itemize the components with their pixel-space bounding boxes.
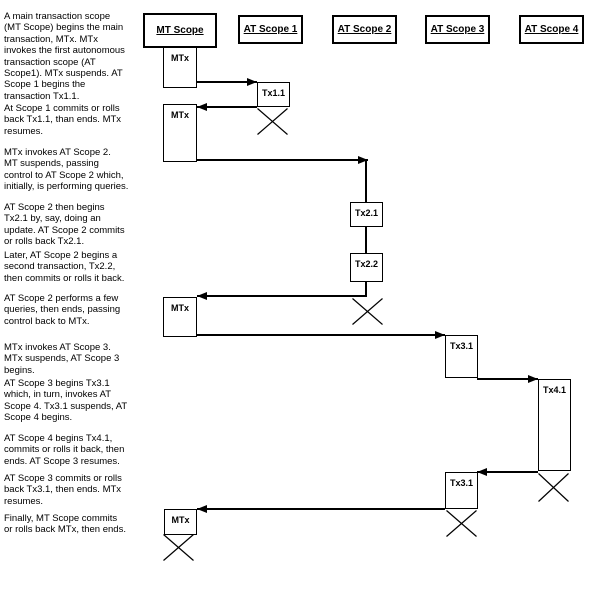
tx2-2-box: Tx2.2: [350, 253, 383, 282]
tx1-1-label: Tx1.1: [261, 88, 285, 98]
tx2-1-label: Tx2.1: [354, 208, 378, 218]
narrative-paragraph-5: Later, AT Scope 2 begins a second transa…: [4, 250, 125, 284]
arrow-mtx-to-tx11-arrowhead-icon: [247, 78, 257, 86]
narrative-paragraph-6: AT Scope 2 performs a few queries, then …: [4, 293, 121, 327]
arrow-mtx-to-tx11-line: [196, 81, 257, 83]
arrow-atscope2-to-mtx-arrowhead-icon: [197, 292, 207, 300]
narrative-paragraph-10: AT Scope 3 commits or rolls back Tx3.1, …: [4, 473, 122, 507]
lane-header-at-scope-3: AT Scope 3: [425, 15, 490, 44]
atscope1-end-cross-icon: [257, 108, 288, 135]
arrow-mtx-to-tx31-arrowhead-icon: [435, 331, 445, 339]
arrow-mtx-to-atscope2-line: [196, 159, 368, 161]
arrow-mtx-to-tx31-line: [196, 334, 445, 336]
narrative-paragraph-11: Finally, MT Scope commits or rolls back …: [4, 513, 126, 536]
arrow-tx41-to-tx31-arrowhead-icon: [477, 468, 487, 476]
lane-header-at-scope-2-label: AT Scope 2: [337, 24, 392, 35]
narrative-paragraph-1: A main transaction scope (MT Scope) begi…: [4, 11, 125, 102]
narrative-paragraph-2: At Scope 1 commits or rolls back Tx1.1, …: [4, 103, 122, 137]
mtx-activation-1: MTx: [163, 47, 197, 88]
tx3-1-box-2: Tx3.1: [445, 472, 478, 509]
mtx-activation-2-label: MTx: [171, 110, 189, 120]
narrative-paragraph-4: AT Scope 2 then begins Tx2.1 by, say, do…: [4, 202, 125, 248]
narrative-paragraph-7: MTx invokes AT Scope 3. MTx suspends, AT…: [4, 342, 120, 376]
arrow-tx11-to-mtx-arrowhead-icon: [197, 103, 207, 111]
atscope2-end-cross-icon: [352, 298, 383, 325]
arrow-tx31-to-mtx-line: [197, 508, 445, 510]
tx3-1-box-1: Tx3.1: [445, 335, 478, 378]
tx3-1-box-2-label: Tx3.1: [449, 478, 473, 488]
arrow-tx31-to-tx41-arrowhead-icon: [528, 375, 538, 383]
narrative-paragraph-9: AT Scope 4 begins Tx4.1, commits or roll…: [4, 433, 125, 467]
tx2-2-label: Tx2.2: [354, 259, 378, 269]
arrow-tx31-to-tx41-line: [477, 378, 538, 380]
tx4-1-label: Tx4.1: [542, 385, 566, 395]
mtx-activation-4: MTx: [164, 509, 197, 535]
mtx-activation-3: MTx: [163, 297, 197, 337]
tx3-1-box-1-label: Tx3.1: [449, 341, 473, 351]
atscope2-lifeline-segment-2: [365, 227, 367, 253]
atscope4-end-cross-icon: [538, 473, 569, 502]
lane-header-at-scope-1: AT Scope 1: [238, 15, 303, 44]
atscope3-end-cross-icon: [446, 510, 477, 537]
mtx-activation-1-label: MTx: [171, 53, 189, 63]
tx2-1-box: Tx2.1: [350, 202, 383, 227]
mtx-activation-4-label: MTx: [171, 515, 190, 525]
arrow-mtx-to-atscope2-arrowhead-icon: [358, 156, 368, 164]
lane-header-at-scope-3-label: AT Scope 3: [430, 24, 485, 35]
mtx-activation-3-label: MTx: [171, 303, 189, 313]
atscope2-lifeline-segment-3: [365, 282, 367, 297]
lane-header-mt-scope: MT Scope: [143, 13, 217, 48]
atscope2-lifeline-segment-1: [365, 160, 367, 202]
arrow-atscope2-to-mtx-line: [197, 295, 366, 297]
mtscope-end-cross-icon: [163, 534, 194, 561]
lane-header-at-scope-4: AT Scope 4: [519, 15, 584, 44]
lane-header-at-scope-2: AT Scope 2: [332, 15, 397, 44]
lane-header-at-scope-4-label: AT Scope 4: [524, 24, 579, 35]
lane-header-mt-scope-label: MT Scope: [156, 25, 204, 36]
narrative-paragraph-8: AT Scope 3 begins Tx3.1 which, in turn, …: [4, 378, 128, 424]
mtx-activation-2: MTx: [163, 104, 197, 162]
narrative-paragraph-3: MTx invokes AT Scope 2. MT suspends, pas…: [4, 147, 129, 193]
tx4-1-box: Tx4.1: [538, 379, 571, 471]
lane-header-at-scope-1-label: AT Scope 1: [243, 24, 298, 35]
tx1-1-box: Tx1.1: [257, 82, 290, 107]
arrow-tx41-to-tx31-line: [477, 471, 538, 473]
arrow-tx31-to-mtx-arrowhead-icon: [197, 505, 207, 513]
arrow-tx11-to-mtx-line: [197, 106, 257, 108]
